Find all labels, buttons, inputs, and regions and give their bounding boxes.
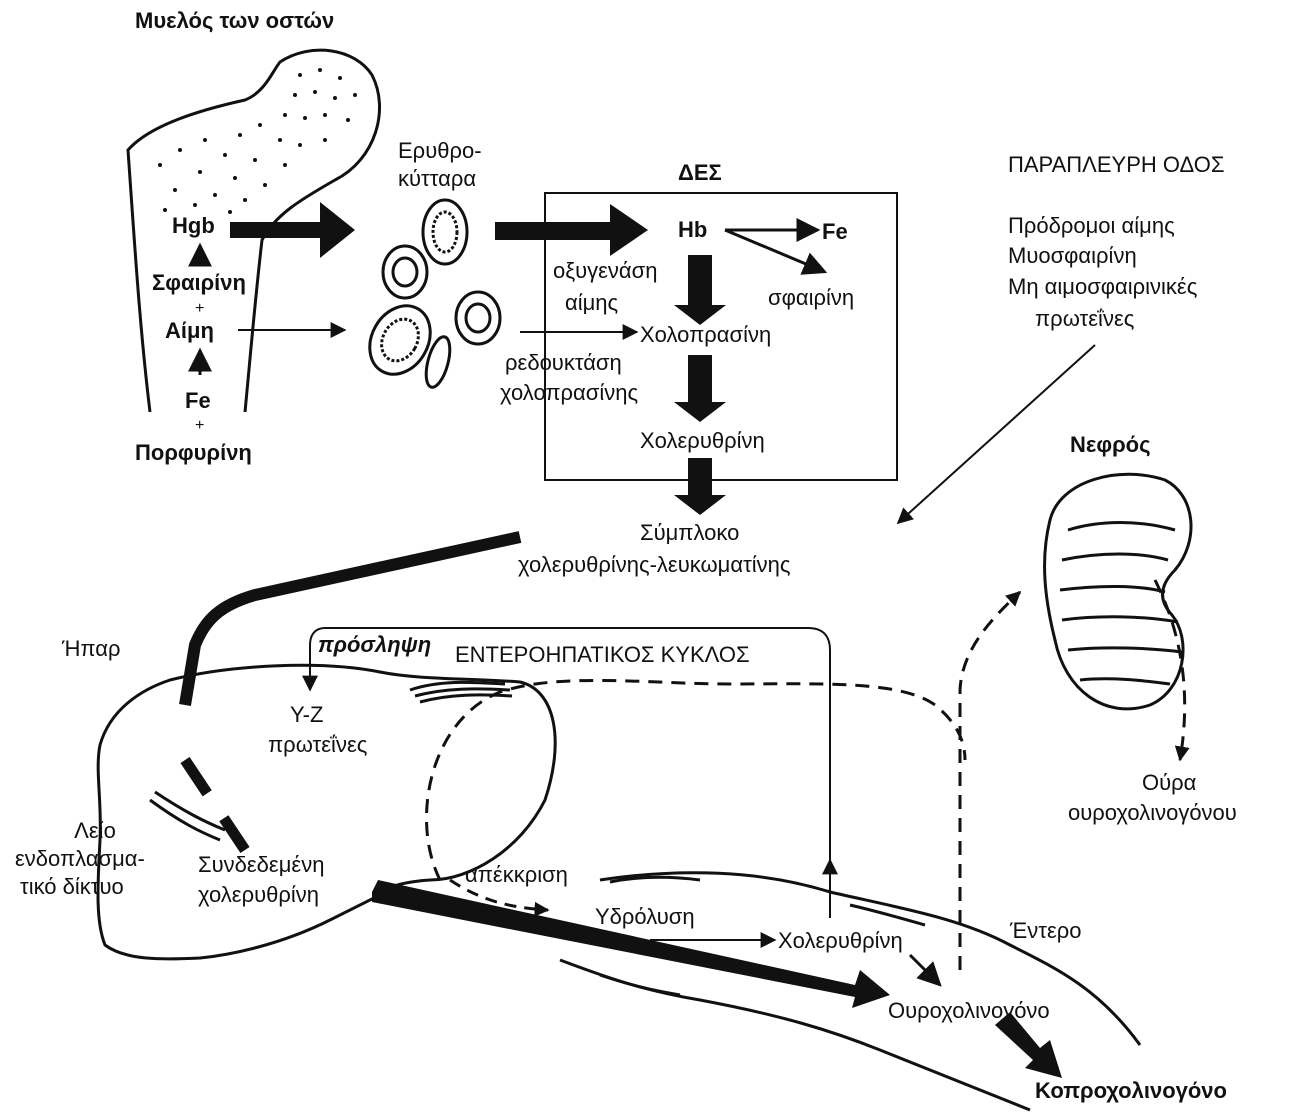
heme-oxygenase-label-1: οξυγενάση xyxy=(553,258,657,284)
enterohepatic-label: ΕΝΤΕΡΟΗΠΑΤΙΚΟΣ ΚΥΚΛΟΣ xyxy=(455,642,750,668)
fe-right-label: Fe xyxy=(822,219,848,245)
erythrocytes-label-2: κύτταρα xyxy=(398,166,476,192)
hb-label: Hb xyxy=(678,217,707,243)
side-path-item-4: πρωτεΐνες xyxy=(1035,306,1134,332)
ser-label-3: τικό δίκτυο xyxy=(20,874,124,900)
bilirubin-gut-label: Χολερυθρίνη xyxy=(778,928,903,954)
yz-proteins-label-2: πρωτεΐνες xyxy=(268,732,367,758)
urine-label-1: Ούρα xyxy=(1142,770,1196,796)
conjugated-bilirubin-label-2: χολερυθρίνη xyxy=(198,882,319,908)
biliverdin-label: Χολοπρασίνη xyxy=(640,322,771,348)
bilirubin-to-urobilinogen-arrow xyxy=(910,955,940,985)
biliverdin-reductase-label-1: ρεδουκτάση xyxy=(505,350,622,376)
hgb-to-rbc-arrow xyxy=(230,202,355,258)
side-path-title: ΠΑΡΑΠΛΕΥΡΗ ΟΔΟΣ xyxy=(1008,152,1224,178)
side-path-item-1: Πρόδρομοι αίμης xyxy=(1008,213,1175,239)
bone-marrow-speckles xyxy=(158,68,357,214)
rbc-to-hb-arrow xyxy=(495,204,648,256)
secretion-label: απέκκριση xyxy=(465,862,568,888)
kidney-label: Νεφρός xyxy=(1070,432,1151,458)
plus-label-2: + xyxy=(195,413,204,439)
biliverdin-reductase-label-2: χολοπρασίνης xyxy=(500,380,638,406)
erythrocytes-label-1: Ερυθρο- xyxy=(398,138,482,164)
complex-label-2: χολερυθρίνης-λευκωματίνης xyxy=(518,552,791,578)
porphyrin-label: Πορφυρίνη xyxy=(135,440,252,466)
globin-left-label: Σφαιρίνη xyxy=(152,270,246,296)
erythrocytes-illustration xyxy=(358,200,500,390)
kidney-illustration xyxy=(1045,474,1191,709)
heme-label: Αίμη xyxy=(165,318,214,344)
enterohepatic-loop xyxy=(310,628,830,915)
hb-to-biliverdin-arrow xyxy=(674,255,726,325)
side-path-item-3: Μη αιμοσφαιρινικές xyxy=(1008,274,1197,300)
urobilinogen-label: Ουροχολινογόνο xyxy=(888,998,1050,1024)
stercobilinogen-label: Κοπροχολινογόνο xyxy=(1035,1078,1227,1104)
biliverdin-to-bilirubin-arrow xyxy=(674,355,726,422)
bilirubin-res-label: Χολερυθρίνη xyxy=(640,428,765,454)
liver-label: Ήπαρ xyxy=(62,636,121,662)
yz-proteins-label-1: Υ-Ζ xyxy=(290,702,323,728)
complex-label-1: Σύμπλοκο xyxy=(640,520,739,546)
gut-label: Έντερο xyxy=(1010,918,1082,944)
ser-label-2: ενδοπλασμα- xyxy=(15,846,145,872)
side-path-item-2: Μυοσφαιρίνη xyxy=(1008,243,1137,269)
hgb-label: Hgb xyxy=(172,213,215,239)
bone-marrow-label: Μυελός των οστών xyxy=(135,8,334,34)
hydrolysis-label: Υδρόλυση xyxy=(595,904,695,930)
urine-label-2: ουροχολινογόνου xyxy=(1068,800,1237,826)
heme-oxygenase-label-2: αίμης xyxy=(565,290,618,316)
gut-to-kidney-dashed xyxy=(960,592,1020,970)
globin-right-label: σφαιρίνη xyxy=(768,285,854,311)
conjugated-bilirubin-label-1: Συνδεδεμένη xyxy=(198,852,324,878)
bilirubin-to-complex-arrow xyxy=(674,458,726,515)
ser-label-1: Λείο xyxy=(55,818,135,844)
uptake-label: πρόσληψη xyxy=(318,632,431,658)
res-label: ΔΕΣ xyxy=(678,160,722,186)
hb-to-globin-arrow xyxy=(725,230,825,272)
fe-left-label: Fe xyxy=(185,388,211,414)
